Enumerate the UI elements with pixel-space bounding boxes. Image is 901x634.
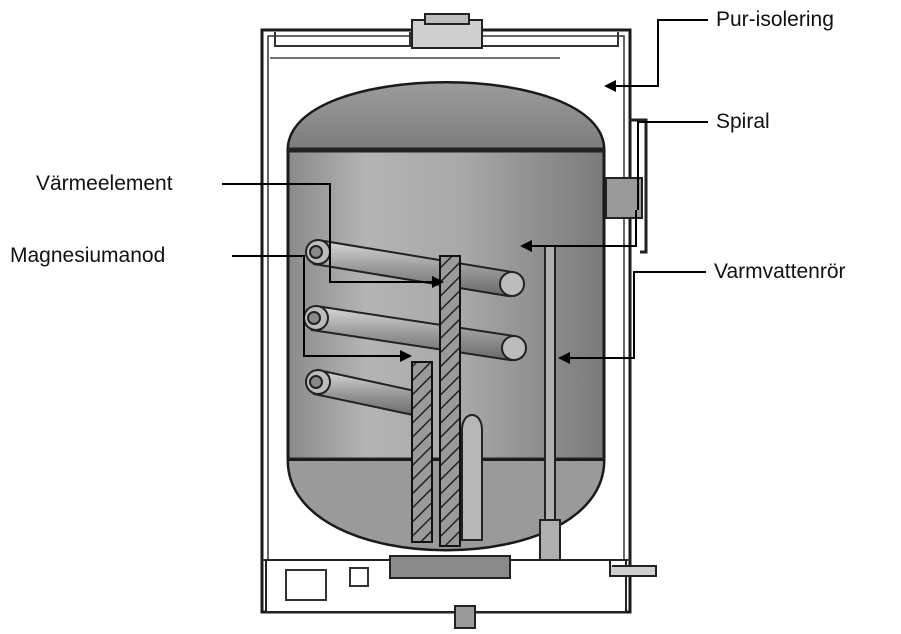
leader-spiral-inner (520, 210, 637, 252)
leader-anode (232, 255, 412, 362)
label-pur-isolering: Pur-isolering (716, 8, 834, 31)
label-varmvattenror: Varmvattenrör (714, 260, 846, 283)
magnesium-anode-rod (411, 361, 433, 543)
leader-heating-element (222, 183, 444, 288)
leader-lines (222, 19, 708, 364)
leader-spiral (637, 121, 708, 210)
bottom-base (265, 555, 657, 629)
top-fitting (411, 13, 483, 49)
label-varmeelement: Värmeelement (36, 172, 173, 195)
leader-hot-water-pipe (558, 271, 706, 364)
heating-element-rod (439, 255, 461, 547)
inner-pipe (461, 414, 483, 541)
label-magnesiumanod: Magnesiumanod (10, 244, 166, 267)
label-spiral: Spiral (716, 110, 770, 133)
spiral-coil (303, 238, 527, 418)
leader-insulation (604, 19, 708, 92)
